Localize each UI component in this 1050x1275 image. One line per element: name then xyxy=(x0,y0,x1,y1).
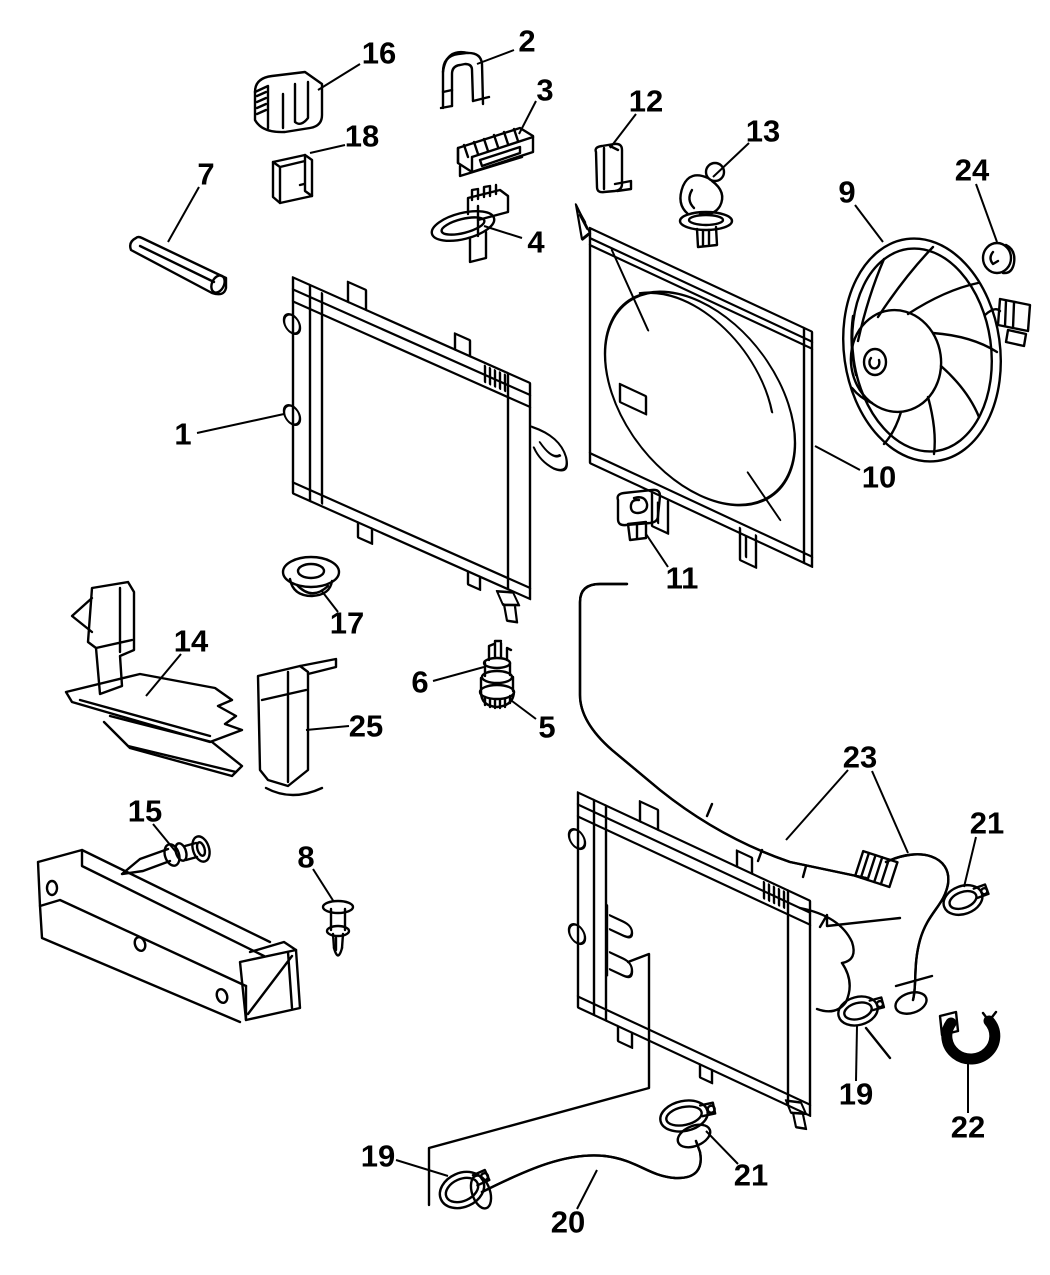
leader-line-13 xyxy=(712,142,750,178)
leader-line-7 xyxy=(167,186,200,243)
part-21-clamp-upper xyxy=(942,883,990,917)
part-19-clamp-mid xyxy=(837,995,886,1027)
part-2-spring-clip xyxy=(439,51,491,110)
callout-5[interactable]: 5 xyxy=(538,710,555,745)
callout-1[interactable]: 1 xyxy=(174,417,191,452)
part-7-seal-rail xyxy=(128,235,228,296)
part-20-lower-hose xyxy=(469,1123,712,1210)
leader-line-19a xyxy=(855,1025,858,1082)
leader-line-18 xyxy=(309,144,346,154)
leader-line-25 xyxy=(305,725,350,731)
part-8-push-pin xyxy=(321,899,355,957)
callout-2[interactable]: 2 xyxy=(518,24,535,59)
callout-9[interactable]: 9 xyxy=(838,175,855,210)
callout-23[interactable]: 23 xyxy=(843,740,877,775)
leader-line-6 xyxy=(432,666,485,682)
part-22-support-clip xyxy=(938,1010,1001,1065)
callout-24[interactable]: 24 xyxy=(955,153,990,188)
radiator-lower-view xyxy=(567,791,812,1131)
leader-line-21b xyxy=(705,1130,739,1165)
leader-line-20 xyxy=(576,1169,598,1210)
leader-line-21a xyxy=(963,836,977,888)
leader-line-16 xyxy=(317,63,361,91)
leader-line-23-1 xyxy=(871,770,909,854)
part-21-clamp-lower xyxy=(659,1099,717,1133)
leader-line-12 xyxy=(609,113,637,149)
part-16-mount-bracket xyxy=(253,70,324,134)
part-17-grommet-cap xyxy=(281,555,341,598)
leader-line-1 xyxy=(196,413,285,434)
callout-20[interactable]: 20 xyxy=(551,1205,585,1240)
crossmember-bracket xyxy=(36,848,302,1024)
callout-12[interactable]: 12 xyxy=(629,84,663,119)
part-12-clip xyxy=(594,142,633,194)
leader-line-3 xyxy=(518,100,537,135)
leader-line-5 xyxy=(511,700,537,720)
callout-3[interactable]: 3 xyxy=(536,73,553,108)
leader-line-4 xyxy=(483,225,523,239)
callout-8[interactable]: 8 xyxy=(297,840,314,875)
part-23-overflow-hose xyxy=(578,582,868,880)
leader-line-14 xyxy=(145,653,182,697)
callout-6[interactable]: 6 xyxy=(411,665,428,700)
radiator-inlet-elbow-hose xyxy=(853,849,950,1015)
callout-4[interactable]: 4 xyxy=(527,225,545,260)
leader-line-23 xyxy=(785,769,849,841)
leader-line-24 xyxy=(975,183,998,243)
callout-18[interactable]: 18 xyxy=(345,119,379,154)
callout-16[interactable]: 16 xyxy=(362,36,396,71)
callout-25[interactable]: 25 xyxy=(349,709,383,744)
part-4-latch-bracket xyxy=(430,183,510,264)
callout-17[interactable]: 17 xyxy=(330,606,364,641)
part-19-clamp-lower xyxy=(438,1168,491,1210)
leader-line-15 xyxy=(152,823,177,853)
callout-15[interactable]: 15 xyxy=(128,794,162,829)
leader-line-11 xyxy=(645,533,669,568)
callout-21b[interactable]: 21 xyxy=(734,1158,768,1193)
callout-10[interactable]: 10 xyxy=(862,460,896,495)
leader-line-19b xyxy=(395,1159,449,1177)
part-18-insulator xyxy=(271,153,314,205)
leader-line-8 xyxy=(312,868,335,903)
callout-19b[interactable]: 19 xyxy=(361,1139,395,1174)
callout-22[interactable]: 22 xyxy=(951,1110,985,1145)
callout-21a[interactable]: 21 xyxy=(970,806,1004,841)
callout-14[interactable]: 14 xyxy=(174,624,209,659)
leader-line-2 xyxy=(476,49,515,65)
part-1-radiator xyxy=(282,276,568,624)
callout-11[interactable]: 11 xyxy=(666,561,699,596)
leader-line-10 xyxy=(814,445,861,471)
callout-7[interactable]: 7 xyxy=(197,157,214,192)
part-9-cooling-fan xyxy=(842,237,1032,463)
part-14-air-baffle xyxy=(64,580,338,797)
callout-13[interactable]: 13 xyxy=(746,114,780,149)
part-5-6-drain-cock xyxy=(478,639,516,710)
callout-19a[interactable]: 19 xyxy=(839,1077,873,1112)
callouts-layer: 16 23 18 4 12 13 9 24 10 7 1 17 14 25 6 5 15 8 11 23 21 19 22 1… xyxy=(128,24,1004,1240)
part-10-fan-shroud xyxy=(574,203,814,569)
part-24-grommet xyxy=(981,241,1016,275)
part-3-ribbed-retainer xyxy=(456,126,535,178)
leader-line-9 xyxy=(854,204,884,243)
part-11-shroud-clip xyxy=(616,488,662,542)
leader-line-17 xyxy=(320,589,339,613)
part-13-hook-retainer xyxy=(678,161,734,249)
assembly-reference-lines xyxy=(427,913,902,1207)
